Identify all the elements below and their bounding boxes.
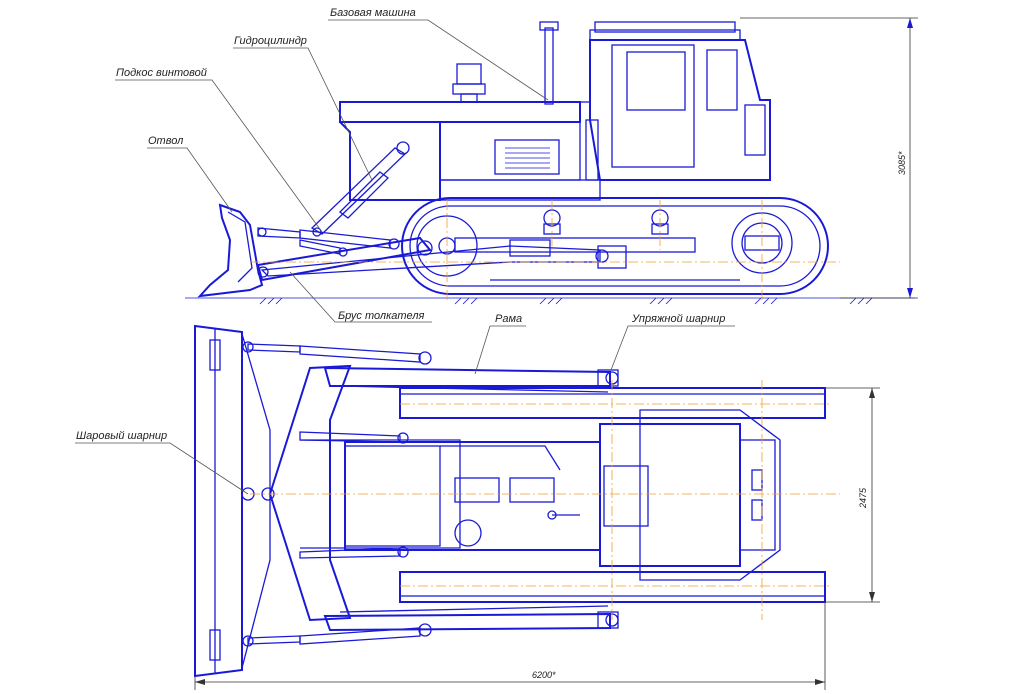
height-dimension-label: 3085* <box>897 151 907 175</box>
width-dimension: 2475 <box>825 387 880 603</box>
top-view <box>194 324 840 678</box>
grille-lines <box>505 147 550 169</box>
height-dimension: 3085* <box>740 17 918 299</box>
side-view <box>185 21 915 305</box>
cab-top <box>599 409 781 581</box>
blade-top <box>194 324 275 678</box>
width-dimension-label: 2475 <box>858 487 868 509</box>
engine-hood <box>339 21 601 201</box>
label-blade: Отвол <box>148 135 183 147</box>
label-frame: Рама <box>495 313 522 325</box>
length-dimension: 6200* <box>194 602 826 690</box>
label-hitch-joint: Упряжной шарнир <box>631 313 725 325</box>
body-top <box>344 441 601 551</box>
hydraulic-cylinder-side <box>299 141 410 257</box>
label-screw-brace: Подкос винтовой <box>116 67 207 79</box>
label-base-machine: Базовая машина <box>330 7 416 19</box>
ground-hatch <box>259 297 873 305</box>
blade-side <box>197 203 264 298</box>
push-beam-side <box>256 236 627 282</box>
label-hydraulic-cylinder: Гидроцилиндр <box>234 35 307 47</box>
label-ball-joint: Шаровый шарнир <box>76 430 167 442</box>
length-dimension-label: 6200* <box>532 670 556 680</box>
label-push-beam: Брус толкателя <box>338 310 425 322</box>
leaders <box>75 19 735 495</box>
tracks-top <box>399 387 826 603</box>
screw-brace-side <box>257 227 400 250</box>
cab <box>580 21 771 181</box>
